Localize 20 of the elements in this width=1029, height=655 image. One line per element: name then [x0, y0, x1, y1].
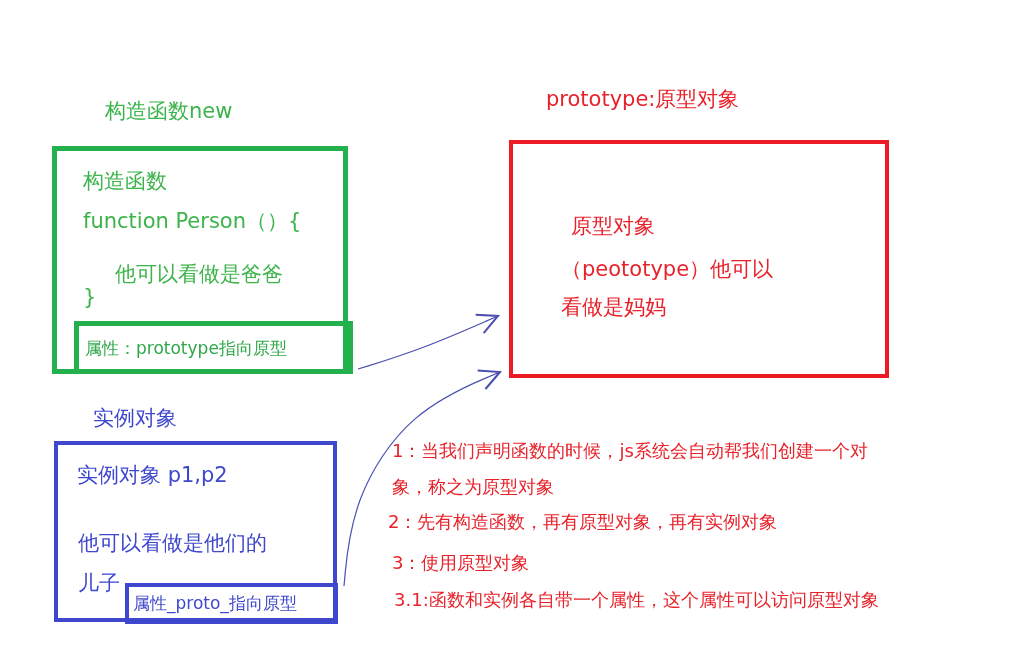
note-text: 3：使用原型对象: [392, 551, 531, 575]
box-heading: prototype:原型对象: [546, 87, 740, 113]
box-text: 构造函数: [83, 169, 167, 195]
box-heading: 实例对象: [93, 406, 177, 432]
box-heading: 构造函数new: [105, 99, 233, 125]
box-text: function Person（）{: [83, 209, 302, 235]
note-text: 3.1:函数和实例各自带一个属性，这个属性可以访问原型对象: [394, 588, 880, 612]
box-text: 属性：prototype指向原型: [85, 338, 287, 359]
property-box: [74, 321, 353, 374]
arrow: [357, 313, 499, 370]
note-text: 1：当我们声明函数的时候，js系统会自动帮我们创建一个对象，称之为原型对象: [392, 439, 869, 499]
box-text: }: [83, 285, 97, 311]
note-text: 2：先有构造函数，再有原型对象，再有实例对象: [388, 510, 779, 534]
box-text: 他可以看做是爸爸: [115, 262, 283, 288]
arrow: [343, 369, 501, 587]
property-box: [125, 583, 338, 624]
box-text: （peototype）他可以看做是妈妈: [561, 256, 775, 321]
box-text: 原型对象: [571, 214, 655, 240]
box-text: 实例对象 p1,p2: [77, 463, 228, 489]
box-text: 属性_proto_指向原型: [133, 593, 297, 614]
